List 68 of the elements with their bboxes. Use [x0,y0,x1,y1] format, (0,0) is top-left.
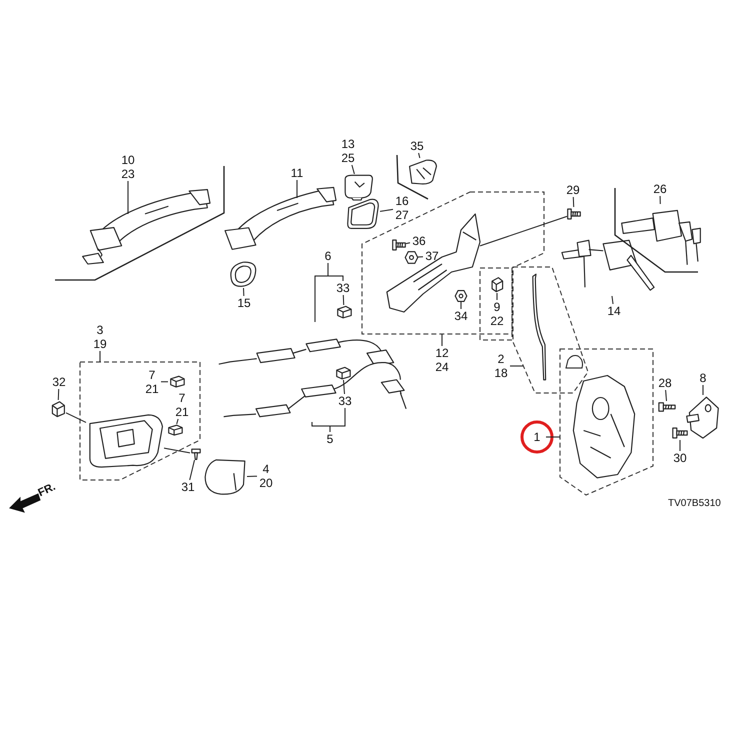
callout-number: 18 [493,366,509,380]
callout-number: 31 [180,480,196,494]
callout-number: 7 [178,391,186,405]
callout-number: 13 [340,137,356,151]
leader-line [243,288,244,296]
leader-line [66,412,86,423]
callout-number: 10 [120,153,136,167]
callout-number: 26 [652,182,668,196]
callout-number: 14 [606,304,622,318]
callout-number: 2 [496,352,506,366]
leader-line [330,408,346,432]
leader-line [343,380,345,394]
callout-number: 35 [409,139,425,153]
callout-number: 16 [394,194,410,208]
callout-number: 33 [337,394,353,408]
callout-number: 37 [424,249,440,263]
leader-line [406,242,410,244]
leader-line [328,262,344,282]
callout-number: 27 [394,208,410,222]
leader-line [660,196,661,204]
leader-line [246,476,258,477]
leader-line [296,180,298,198]
leader-line [702,384,704,396]
leader-line [418,256,424,258]
callout-number: 25 [340,151,356,165]
callout-number: 23 [120,167,136,181]
callout-number: 36 [411,234,427,248]
leader-line [496,292,498,300]
callout-number: 4 [262,462,270,476]
callout-number: 5 [326,432,334,446]
leader-line [665,390,667,402]
callout-number: 29 [565,183,581,197]
leader-line [612,296,614,304]
callout-number: 8 [698,371,708,385]
callout-number: 6 [324,249,332,263]
callout-number: 22 [489,314,505,328]
leader-line [418,152,420,158]
callout-number: 20 [258,476,274,490]
callout-number: 32 [51,375,67,389]
callout-number: 11 [290,166,304,180]
leader-line [460,302,462,310]
leader-line [189,460,195,480]
callout-number: 15 [236,296,252,310]
callout-number: 9 [492,300,502,314]
direction-label: FR. [36,480,58,500]
leader-line [480,216,568,246]
callout-number: 21 [174,405,190,419]
leader-line [572,196,574,208]
leader-line [160,381,168,382]
callout-number: 34 [453,309,469,323]
leader-line [351,164,355,174]
diagram-code: TV07B5310 [668,498,721,509]
callout-number: 24 [434,360,450,374]
callout-number: 7 [148,368,156,382]
callout-number: 12 [434,346,450,360]
callout-number: 19 [92,337,108,351]
leader-line [380,208,394,212]
leader-line [546,436,560,438]
callout-number: 1 [532,430,542,444]
callout-number: 30 [672,451,688,465]
leader-line [164,448,190,454]
leader-line [58,388,60,400]
callout-number: 28 [657,376,673,390]
callout-number: 21 [144,382,160,396]
leader-line [176,418,179,424]
callout-number: 3 [96,323,104,337]
leader-line [342,294,344,306]
callout-number: 33 [335,281,351,295]
